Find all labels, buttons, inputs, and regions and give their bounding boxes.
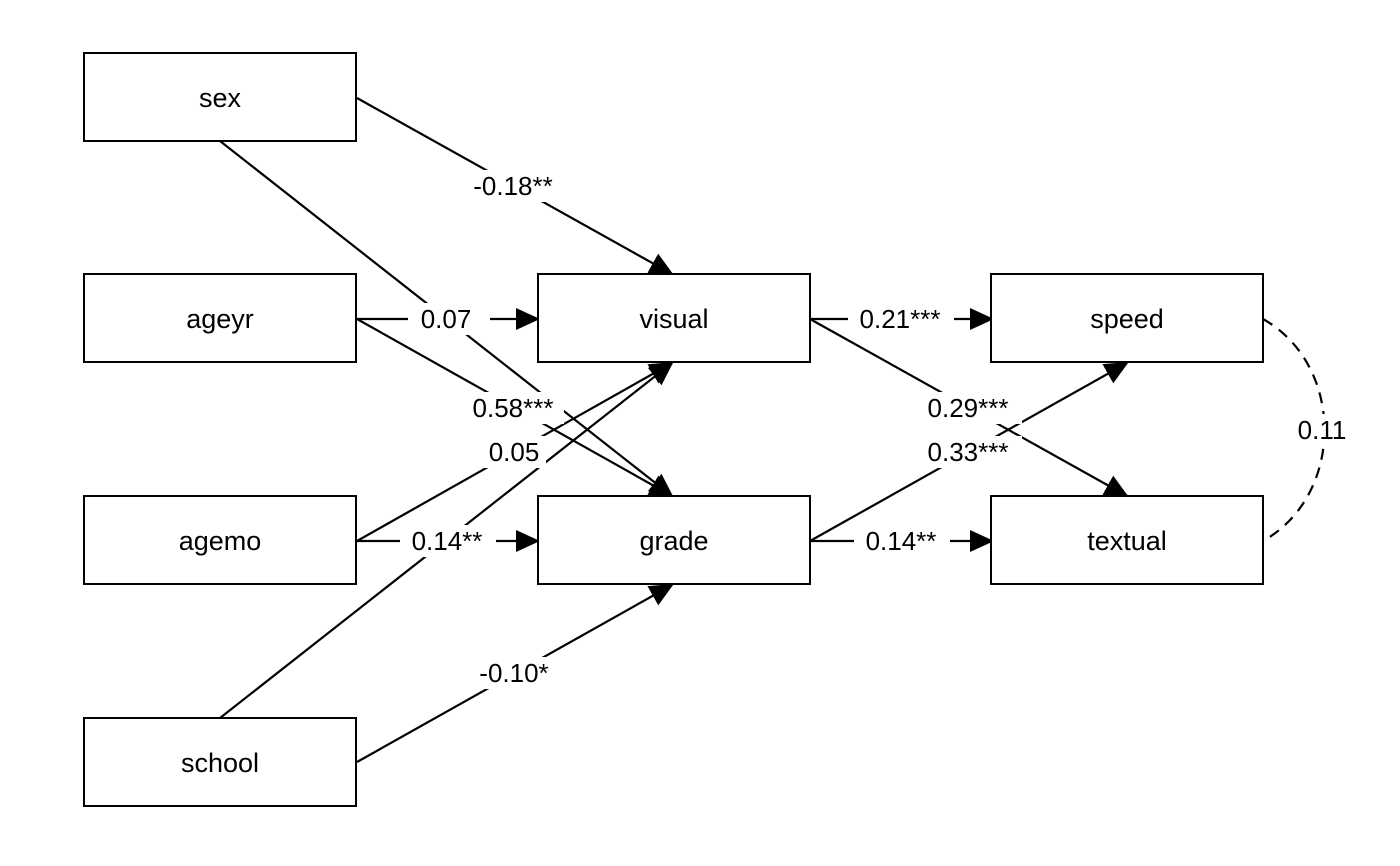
edge-label-sex-visual: -0.18** [463, 170, 563, 202]
svg-text:0.14**: 0.14** [412, 526, 483, 556]
edge-label-speed-textual: 0.11 [1290, 414, 1356, 446]
edge-label-ageyr-visual: 0.07 [408, 303, 490, 335]
node-grade-label: grade [639, 526, 708, 556]
svg-text:0.58***: 0.58*** [473, 393, 554, 423]
node-visual: visual [537, 273, 811, 363]
svg-text:0.29***: 0.29*** [928, 393, 1009, 423]
node-ageyr: ageyr [83, 273, 357, 363]
edge-label-visual-textual: 0.29*** [916, 392, 1022, 424]
svg-text:0.11: 0.11 [1298, 415, 1347, 445]
node-ageyr-label: ageyr [186, 304, 254, 334]
svg-text:-0.10*: -0.10* [479, 658, 548, 688]
svg-text:0.33***: 0.33*** [928, 437, 1009, 467]
node-sex: sex [83, 52, 357, 142]
node-agemo: agemo [83, 495, 357, 585]
edge-label-grade-textual: 0.14** [854, 525, 950, 557]
svg-text:0.05: 0.05 [489, 437, 540, 467]
edge-speed-textual-covariance [1262, 318, 1326, 542]
node-school-label: school [181, 748, 259, 778]
edge-label-school-grade: -0.10* [468, 657, 560, 689]
edge-label-agemo-grade: 0.14** [400, 525, 496, 557]
edge-label-visual-speed: 0.21*** [848, 303, 954, 335]
node-speed: speed [990, 273, 1264, 363]
node-textual: textual [990, 495, 1264, 585]
node-agemo-label: agemo [179, 526, 262, 556]
node-sex-label: sex [199, 83, 242, 113]
svg-text:0.21***: 0.21*** [860, 304, 941, 334]
svg-text:-0.18**: -0.18** [473, 171, 553, 201]
edge-label-sex-grade: 0.58*** [462, 392, 564, 424]
node-speed-label: speed [1090, 304, 1164, 334]
node-grade: grade [537, 495, 811, 585]
node-visual-label: visual [639, 304, 708, 334]
edge-label-ageyr-grade: 0.05 [480, 436, 546, 468]
node-school: school [83, 717, 357, 807]
edge-label-grade-speed: 0.33*** [916, 436, 1022, 468]
node-textual-label: textual [1087, 526, 1167, 556]
svg-text:0.07: 0.07 [421, 304, 472, 334]
svg-text:0.14**: 0.14** [866, 526, 937, 556]
